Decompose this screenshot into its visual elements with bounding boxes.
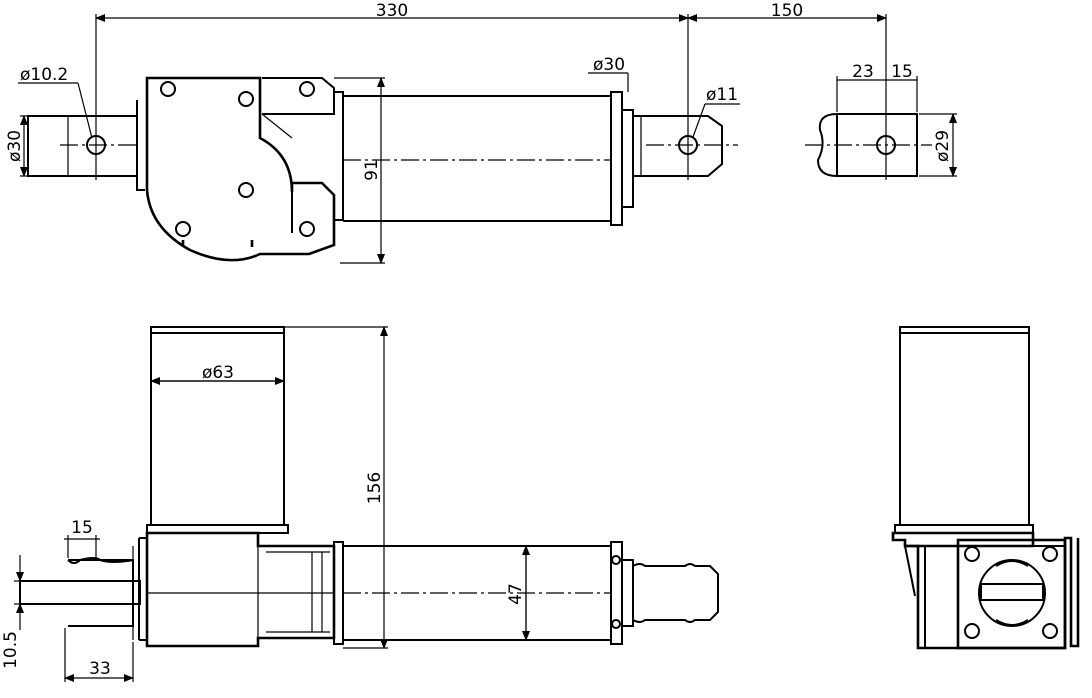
dim-rear-offset: 33 [89, 659, 111, 679]
dim-detail-width-a: 23 [852, 62, 874, 82]
outer-tube-top [343, 91, 634, 226]
rear-clevis-top [27, 115, 137, 177]
end-view [891, 326, 1080, 650]
dim-detail-dia: ø29 [933, 130, 953, 162]
dim-front-hole-dia: ø11 [706, 85, 738, 105]
front-rod-end-side [632, 563, 719, 623]
side-view: ø63 156 47 15 33 10.5 [1, 326, 719, 682]
gearbox-housing-top [136, 76, 344, 262]
top-view: 330 150 ø10.2 ø30 ø30 ø11 91 23 15 ø29 [5, 1, 957, 264]
dim-stroke-length: 150 [771, 1, 803, 21]
dim-rear-hole-dia: ø10.2 [20, 65, 68, 85]
dim-overall-length: 330 [376, 1, 408, 21]
dim-rear-thickness: 10.5 [1, 631, 21, 669]
motor-side [146, 326, 289, 534]
rear-clevis-side [19, 546, 141, 640]
dim-detail-width-b: 15 [891, 62, 913, 82]
dim-motor-dia: ø63 [202, 363, 234, 383]
dim-tube-dia: ø30 [593, 55, 625, 75]
dim-rear-clevis-dia: ø30 [5, 130, 25, 162]
dim-tube-height: 47 [506, 583, 526, 605]
dim-rear-tab-width: 15 [71, 518, 93, 538]
front-clevis-top [633, 115, 723, 177]
gearbox-side [138, 531, 344, 648]
dim-top-height: 91 [362, 159, 382, 181]
dim-overall-height: 156 [365, 472, 385, 504]
